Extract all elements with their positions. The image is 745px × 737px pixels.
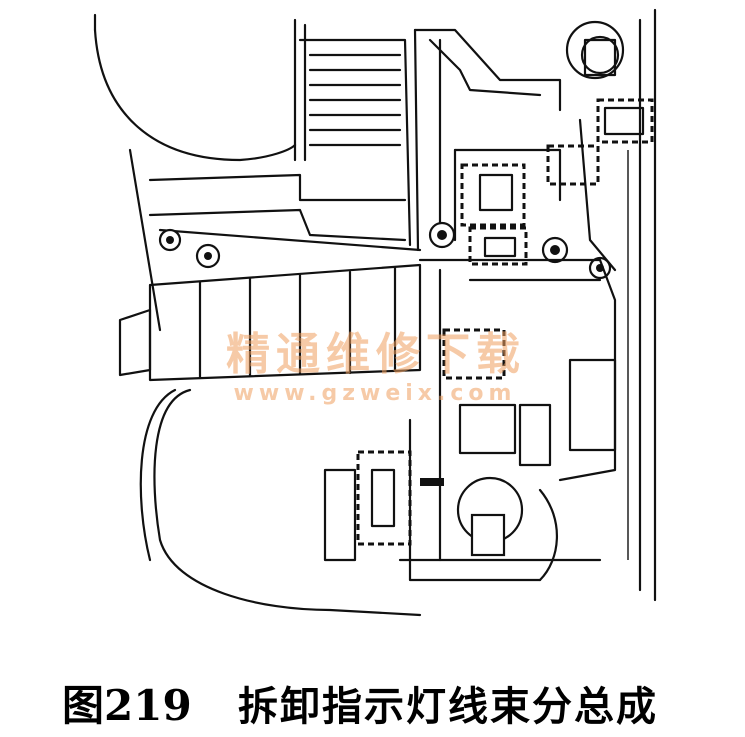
round-housing	[93, 13, 297, 332]
connector-highlight-6	[356, 450, 412, 546]
upper-bracket	[148, 18, 422, 252]
watermark-url: www.gzweix.com	[233, 381, 517, 406]
ribbed-duct	[118, 263, 422, 382]
connector-highlights	[356, 98, 654, 546]
body-panel-outline	[627, 8, 657, 602]
connector-highlight-2	[468, 226, 528, 266]
connector-highlight-3	[546, 144, 600, 186]
connector-highlight-5	[442, 328, 506, 380]
figure-number: 图219	[62, 681, 192, 730]
harness-removal-diagram	[93, 8, 657, 617]
connector-highlight-1	[460, 163, 526, 227]
watermark-text: 精通维修下载	[226, 329, 526, 380]
top-right-structure	[413, 20, 625, 272]
lower-right-components	[323, 258, 617, 582]
lower-tank	[139, 388, 422, 617]
figure-caption: 图219 拆卸指示灯线束分总成	[0, 668, 745, 730]
connector-highlight-4	[596, 98, 654, 144]
figure-title: 拆卸指示灯线束分总成	[238, 684, 658, 730]
mounting-bolts	[158, 221, 612, 280]
